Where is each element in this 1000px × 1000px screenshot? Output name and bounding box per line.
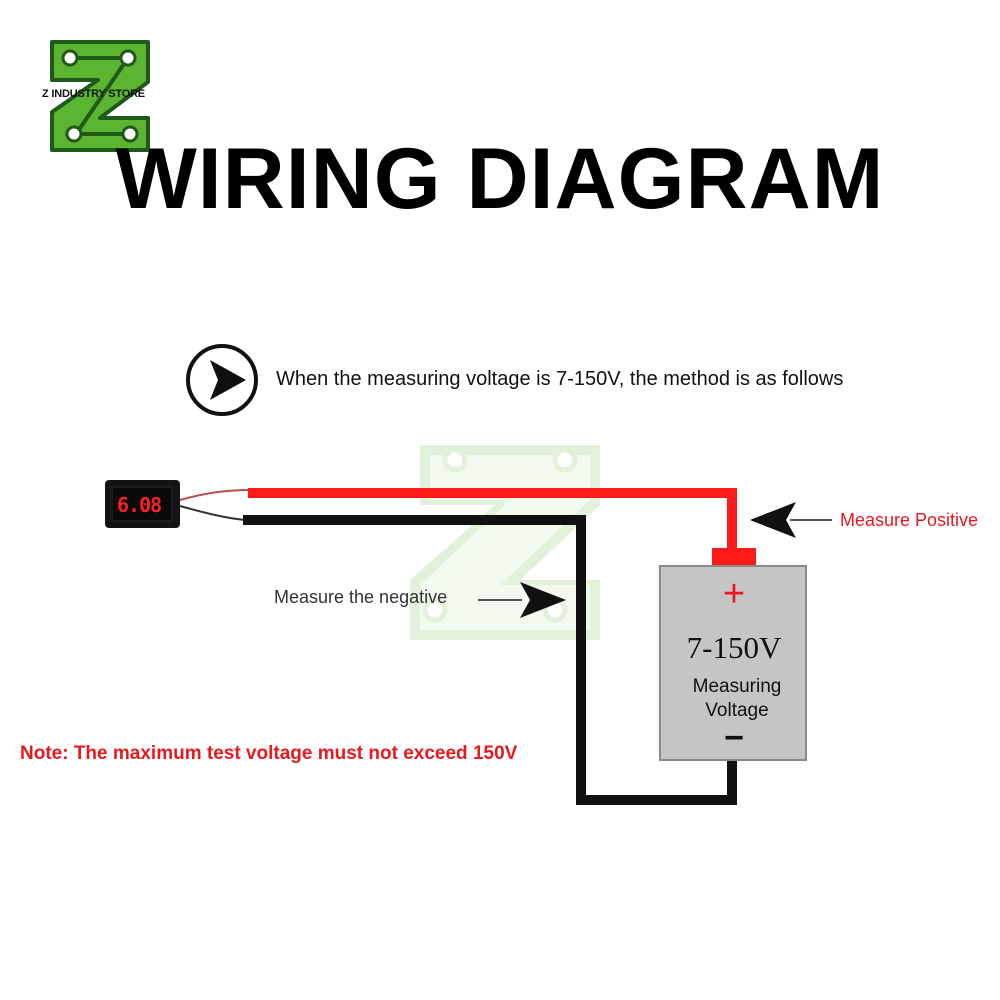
max-voltage-note: Note: The maximum test voltage must not … [20,743,518,764]
measure-positive-label: Measure Positive [840,510,979,530]
battery-icon [659,548,807,761]
measure-negative-label: Measure the negative [274,587,448,607]
positive-wire [248,488,737,552]
negative-wire [243,515,737,805]
meter-lead-wires [179,489,251,521]
battery-voltage-range: 7-150V [686,630,782,665]
positive-arrow-icon [750,502,832,538]
brand-logo-icon [50,40,150,152]
intro-text: When the measuring voltage is 7-150V, th… [276,368,844,390]
battery-label: Measuring Voltage [692,676,782,721]
negative-arrow-icon [478,582,566,618]
watermark-logo-icon [410,445,600,640]
battery-plus-sign: + [722,573,746,615]
meter-reading: 6.08 [117,493,162,517]
battery-minus-sign: − [724,719,744,757]
brand-logo-text: Z INDUSTRY STORE [42,88,145,100]
voltmeter-icon [105,480,180,528]
page-title: WIRING DIAGRAM [115,131,885,227]
arrow-circle-icon [186,344,258,416]
